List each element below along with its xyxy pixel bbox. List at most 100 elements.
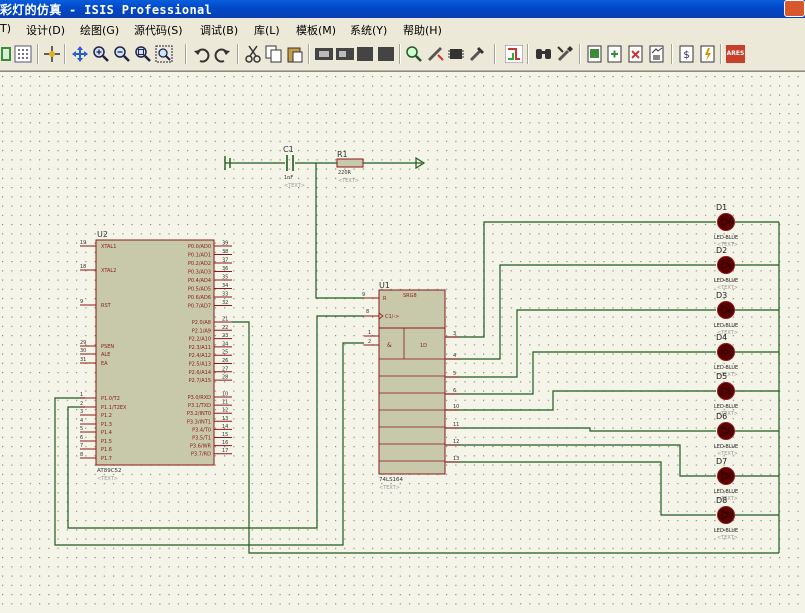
menu-item-library[interactable]: 库(L) [254, 24, 280, 37]
new-sheet-icon[interactable] [586, 45, 604, 63]
led-body [717, 301, 735, 319]
u2-pin-number: 25 [222, 350, 228, 356]
make-device-icon[interactable] [426, 45, 444, 63]
u1-text: <TEXT> [379, 485, 400, 491]
menu-bar: T) 设计(D) 绘图(G) 源代码(S) 调试(B) 库(L) 模板(M) 系… [0, 18, 805, 38]
zoom-out-icon[interactable] [113, 45, 131, 63]
u2-pin-name: P0.3/AD3 [188, 270, 211, 276]
u1-pin-6: 6 [453, 388, 456, 394]
u2-pin-name: P1.7 [101, 456, 112, 462]
wire-q7 [446, 461, 779, 516]
u2-pin-number: 22 [222, 325, 228, 331]
search-icon[interactable] [535, 45, 553, 63]
netlist-icon[interactable] [699, 45, 717, 63]
grid-dots-icon[interactable] [14, 45, 32, 63]
zoom-area-icon[interactable] [155, 45, 173, 63]
u1-pin-13: 13 [453, 456, 459, 462]
toolbar-separator [579, 44, 581, 64]
menu-item-tools[interactable]: T) [0, 22, 12, 35]
u2-text: <TEXT> [97, 476, 118, 482]
bom-icon[interactable] [648, 45, 666, 63]
window-title: 彩灯的仿真 - ISIS Professional [0, 3, 213, 17]
property-assign-icon[interactable] [556, 45, 574, 63]
zoom-all-icon[interactable] [134, 45, 152, 63]
u2-pin-number: 1 [80, 392, 83, 398]
u2-pin-number: 21 [222, 317, 228, 323]
block-delete-icon[interactable] [378, 45, 396, 63]
u2-pin-name: P1.4 [101, 430, 112, 436]
pick-device-icon[interactable] [405, 45, 423, 63]
redo-icon[interactable] [213, 45, 231, 63]
paste-icon[interactable] [286, 45, 304, 63]
toolbar: $ ARES [0, 38, 805, 71]
menu-item-template[interactable]: 模板(M) [296, 24, 337, 37]
block-rotate-icon[interactable] [357, 45, 375, 63]
resistor-r1[interactable]: R1 220R <TEXT> [336, 150, 364, 184]
u1-pin-2: 2 [368, 339, 371, 345]
capacitor-c1[interactable]: C1 1nF <TEXT> [283, 145, 305, 189]
menu-item-design[interactable]: 设计(D) [26, 24, 66, 37]
clock-generator[interactable] [224, 156, 231, 170]
u2-pin-number: 14 [222, 424, 228, 430]
u2-pin-number: 8 [80, 452, 83, 458]
wire-q6 [446, 444, 779, 477]
u2-pin-number: 24 [222, 341, 228, 347]
erc-icon[interactable]: $ [678, 45, 696, 63]
u1-pin-12: 12 [453, 439, 459, 445]
led-text: <TEXT> [717, 535, 738, 541]
schematic-sheet[interactable]: C1 1nF <TEXT> R1 220R <TEXT> U2 AT89C52 … [0, 72, 805, 612]
wire-q3 [446, 351, 779, 395]
u2-pin-name: P3.2/INT0 [187, 411, 211, 417]
u2-pin-number: 39 [222, 241, 228, 247]
undo-icon[interactable] [193, 45, 211, 63]
u2-pin-name: P0.1/AD1 [188, 253, 211, 259]
u2-pin-name: P2.0/A8 [192, 320, 211, 326]
menu-item-system[interactable]: 系统(Y) [350, 24, 388, 37]
window-close-button[interactable] [784, 0, 805, 17]
ares-icon[interactable]: ARES [726, 45, 745, 63]
goto-sheet-icon[interactable] [627, 45, 645, 63]
pan-icon[interactable] [71, 45, 89, 63]
block-copy-icon[interactable] [315, 45, 333, 63]
wire-autoroute-icon[interactable] [505, 45, 523, 63]
output-terminal-arrow[interactable] [415, 156, 426, 170]
copy-icon[interactable] [265, 45, 283, 63]
block-move-icon[interactable] [336, 45, 354, 63]
menu-item-debug[interactable]: 调试(B) [200, 24, 239, 37]
u2-pin-number: 33 [222, 292, 228, 298]
shift-register-74ls164[interactable]: U1 SRG8 R C1/-> & 1D 74LS164 <TEXT> 9 8 … [362, 281, 460, 491]
u2-pin-number: 2 [80, 401, 83, 407]
u1-and-label: & [387, 342, 392, 349]
cut-icon[interactable] [244, 45, 262, 63]
diode-symbol-icon [721, 426, 731, 436]
c1-text: <TEXT> [284, 183, 305, 189]
u2-pin-name: P2.5/A13 [189, 362, 211, 368]
grid-toggle-icon[interactable] [0, 45, 18, 63]
led-part: LED-BLUE [714, 365, 738, 371]
zoom-in-icon[interactable] [92, 45, 110, 63]
led-ref: D3 [716, 291, 727, 300]
mcu-at89c52[interactable]: U2 AT89C52 <TEXT> 19XTAL118XTAL29RST29PS… [80, 230, 232, 482]
menu-item-help[interactable]: 帮助(H) [403, 24, 442, 37]
remove-sheet-icon[interactable] [606, 45, 624, 63]
led-body [717, 343, 735, 361]
package-icon[interactable] [447, 45, 465, 63]
menu-item-source[interactable]: 源代码(S) [134, 24, 183, 37]
origin-icon[interactable] [43, 45, 61, 63]
u2-pin-number: 29 [80, 340, 86, 346]
led-text: <TEXT> [717, 242, 738, 248]
u1-pin-5: 5 [453, 371, 456, 377]
decompose-icon[interactable] [468, 45, 486, 63]
u2-pin-number: 16 [222, 440, 228, 446]
menu-item-graph[interactable]: 绘图(G) [80, 24, 120, 37]
u2-pin-number: 13 [222, 416, 228, 422]
led-ref: D4 [716, 333, 727, 342]
